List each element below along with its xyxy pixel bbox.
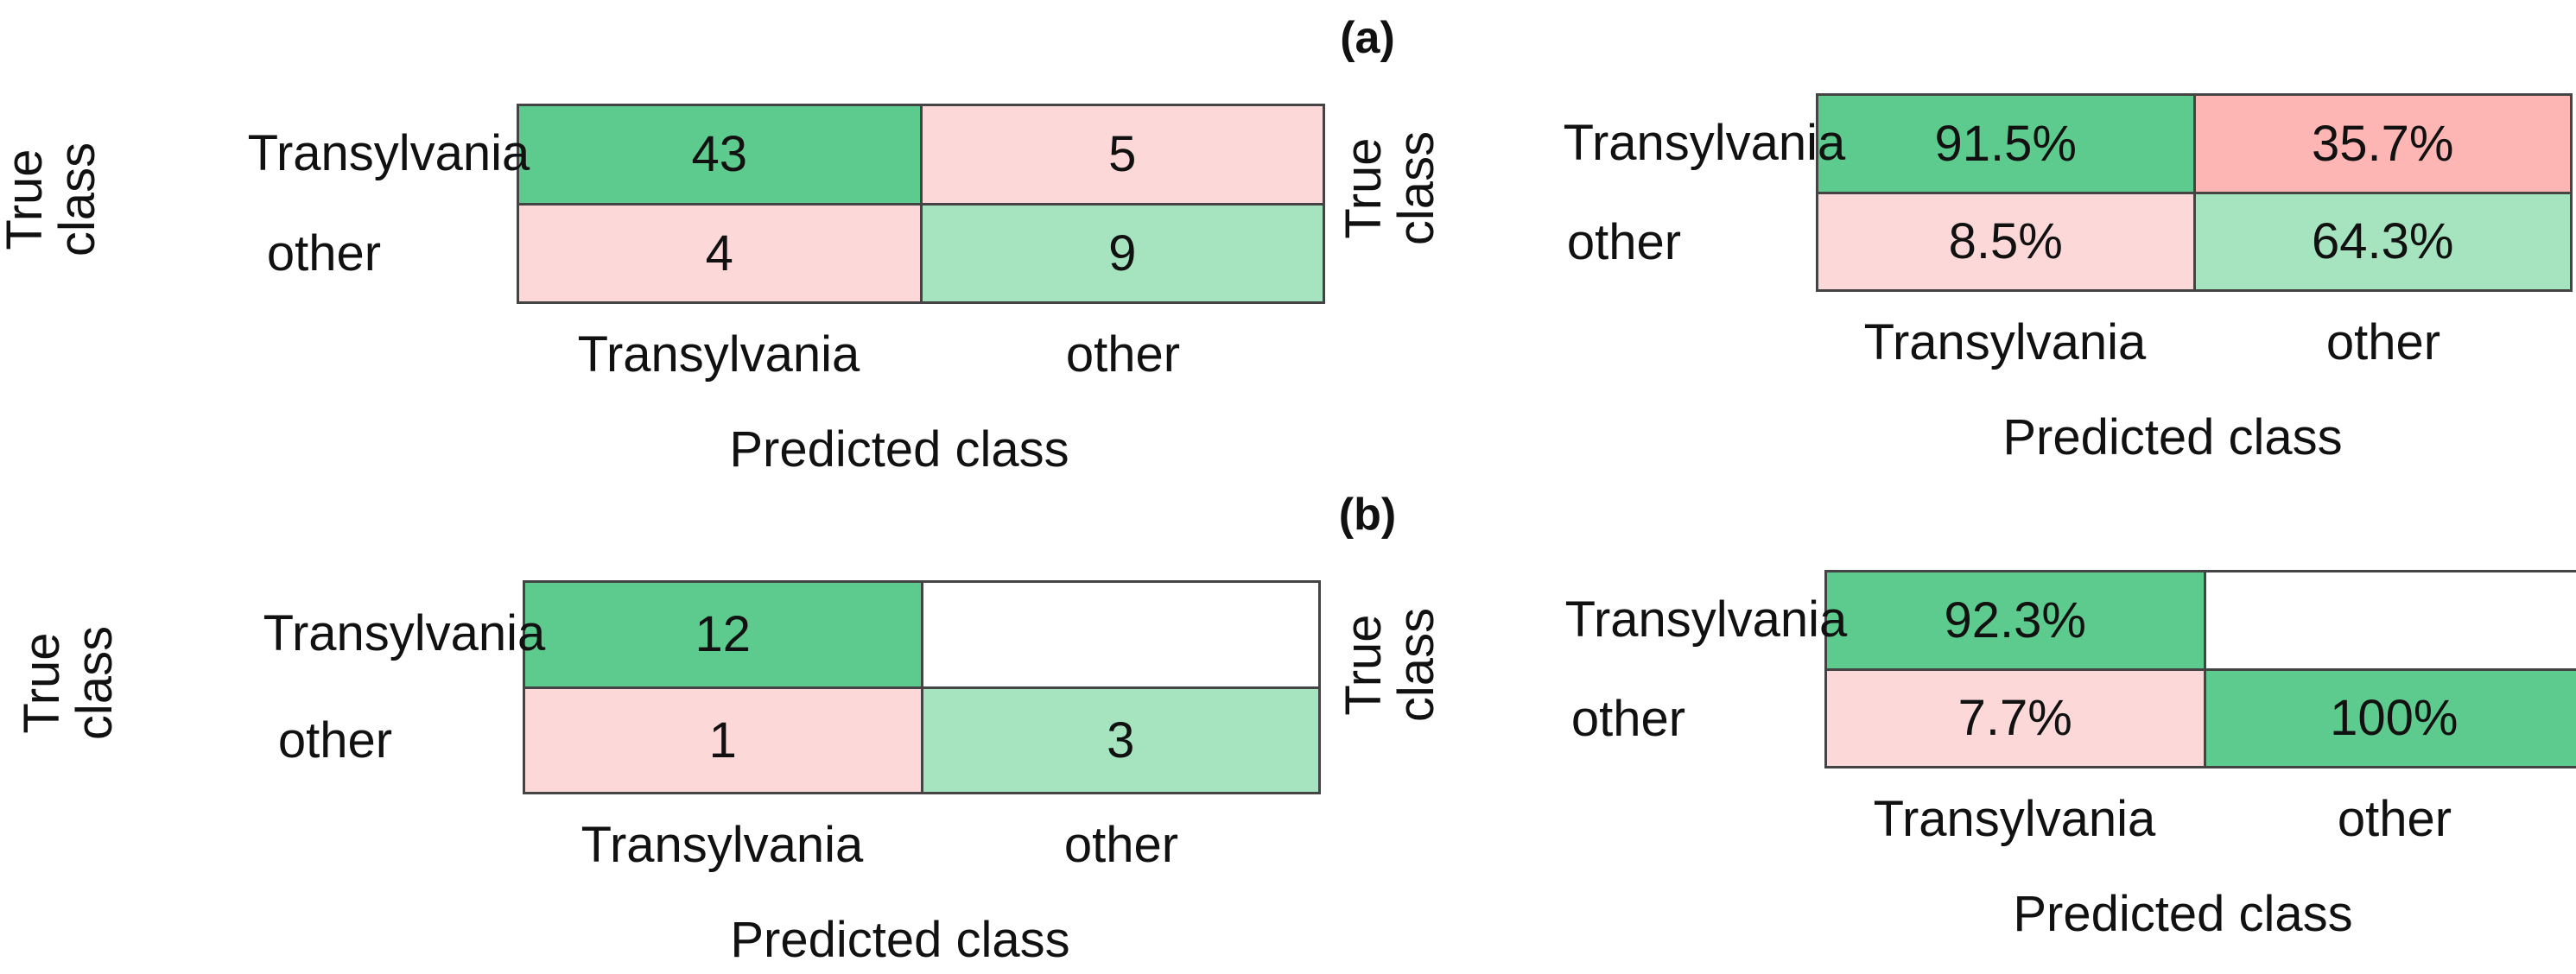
column-label: other bbox=[2325, 314, 2441, 370]
matrix-cell: 100% bbox=[2205, 670, 2576, 766]
column-label: Transylvania bbox=[1863, 314, 2147, 370]
matrix-cell bbox=[2205, 572, 2576, 668]
matrix-cell: 8.5% bbox=[1818, 193, 2193, 289]
matrix-cell: 35.7% bbox=[2195, 96, 2570, 192]
column-label: Transylvania bbox=[1873, 791, 2156, 847]
matrix-cell: 4 bbox=[519, 205, 920, 301]
column-label: other bbox=[2337, 791, 2452, 847]
row-label: other bbox=[1566, 213, 1682, 270]
matrix-cell: 1 bbox=[525, 688, 921, 792]
column-label: other bbox=[1063, 817, 1179, 873]
matrix-cell: 43 bbox=[519, 106, 920, 203]
matrix-cell: 5 bbox=[922, 106, 1323, 203]
row-label: other bbox=[266, 225, 382, 281]
column-label: Transylvania bbox=[581, 817, 864, 873]
matrix-grid: 92.3%7.7%100% bbox=[1824, 570, 2576, 768]
matrix-cell: 7.7% bbox=[1827, 670, 2204, 766]
row-label: other bbox=[277, 712, 393, 768]
row-label: Transylvania bbox=[1564, 591, 1848, 648]
matrix-cell bbox=[923, 583, 1318, 686]
matrix-cell: 9 bbox=[922, 205, 1323, 301]
x-axis-title: Predicted class bbox=[729, 421, 1069, 478]
column-label: Transylvania bbox=[577, 326, 860, 383]
matrix-cell: 92.3% bbox=[1827, 572, 2204, 668]
x-axis-title: Predicted class bbox=[2002, 409, 2343, 465]
x-axis-title: Predicted class bbox=[2013, 886, 2353, 942]
matrix-cell: 12 bbox=[525, 583, 921, 686]
panel-label-b: (b) bbox=[1338, 490, 1397, 540]
matrix-grid: 91.5%35.7%8.5%64.3% bbox=[1816, 93, 2573, 292]
column-label: other bbox=[1065, 326, 1181, 383]
x-axis-title: Predicted class bbox=[730, 912, 1070, 968]
row-label: Transylvania bbox=[263, 605, 546, 661]
row-label: other bbox=[1570, 690, 1686, 747]
row-label: Transylvania bbox=[247, 125, 530, 181]
panel-label-a: (a) bbox=[1340, 13, 1395, 63]
row-label: Transylvania bbox=[1563, 114, 1846, 171]
matrix-cell: 64.3% bbox=[2195, 193, 2570, 289]
matrix-cell: 91.5% bbox=[1818, 96, 2193, 192]
matrix-cell: 3 bbox=[923, 688, 1318, 792]
